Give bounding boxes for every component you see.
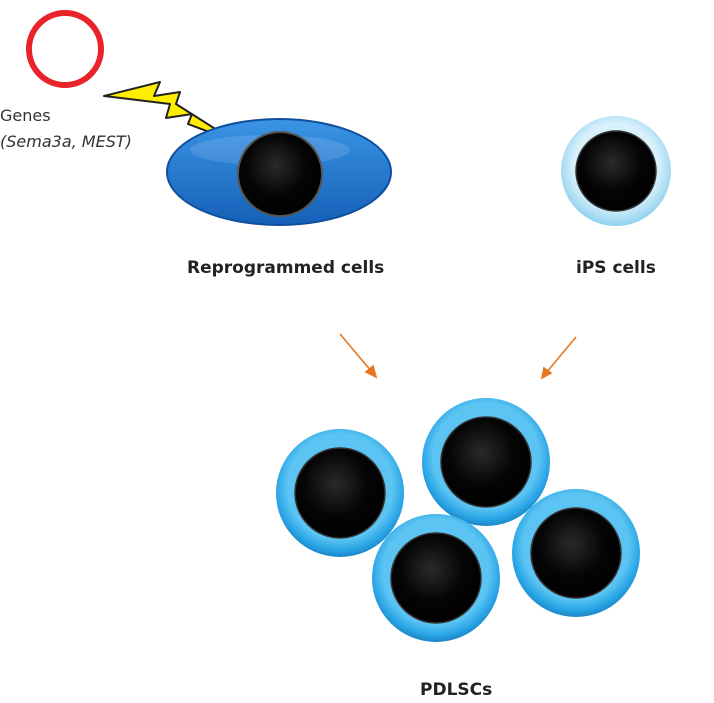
genes-label: Genes [0, 106, 51, 125]
ips-cells-label: iPS cells [576, 258, 656, 278]
arrow-right [540, 336, 577, 380]
pdlsc-cell [422, 398, 550, 526]
pdlsc-cell [372, 514, 500, 642]
plasmid-ring-icon [26, 10, 104, 88]
nucleus [575, 130, 657, 212]
genes-detail-label: (Sema3a, MEST) [0, 132, 132, 151]
arrow-left [339, 333, 378, 379]
reprogrammed-cell [166, 118, 392, 226]
pdlsc-cluster [276, 398, 640, 642]
pdlscs-label: PDLSCs [420, 680, 493, 700]
nucleus [237, 131, 323, 217]
pdlsc-cell [276, 429, 404, 557]
ips-cell [561, 116, 671, 226]
reprogrammed-cells-label: Reprogrammed cells [187, 258, 385, 278]
pdlsc-cell [512, 489, 640, 617]
